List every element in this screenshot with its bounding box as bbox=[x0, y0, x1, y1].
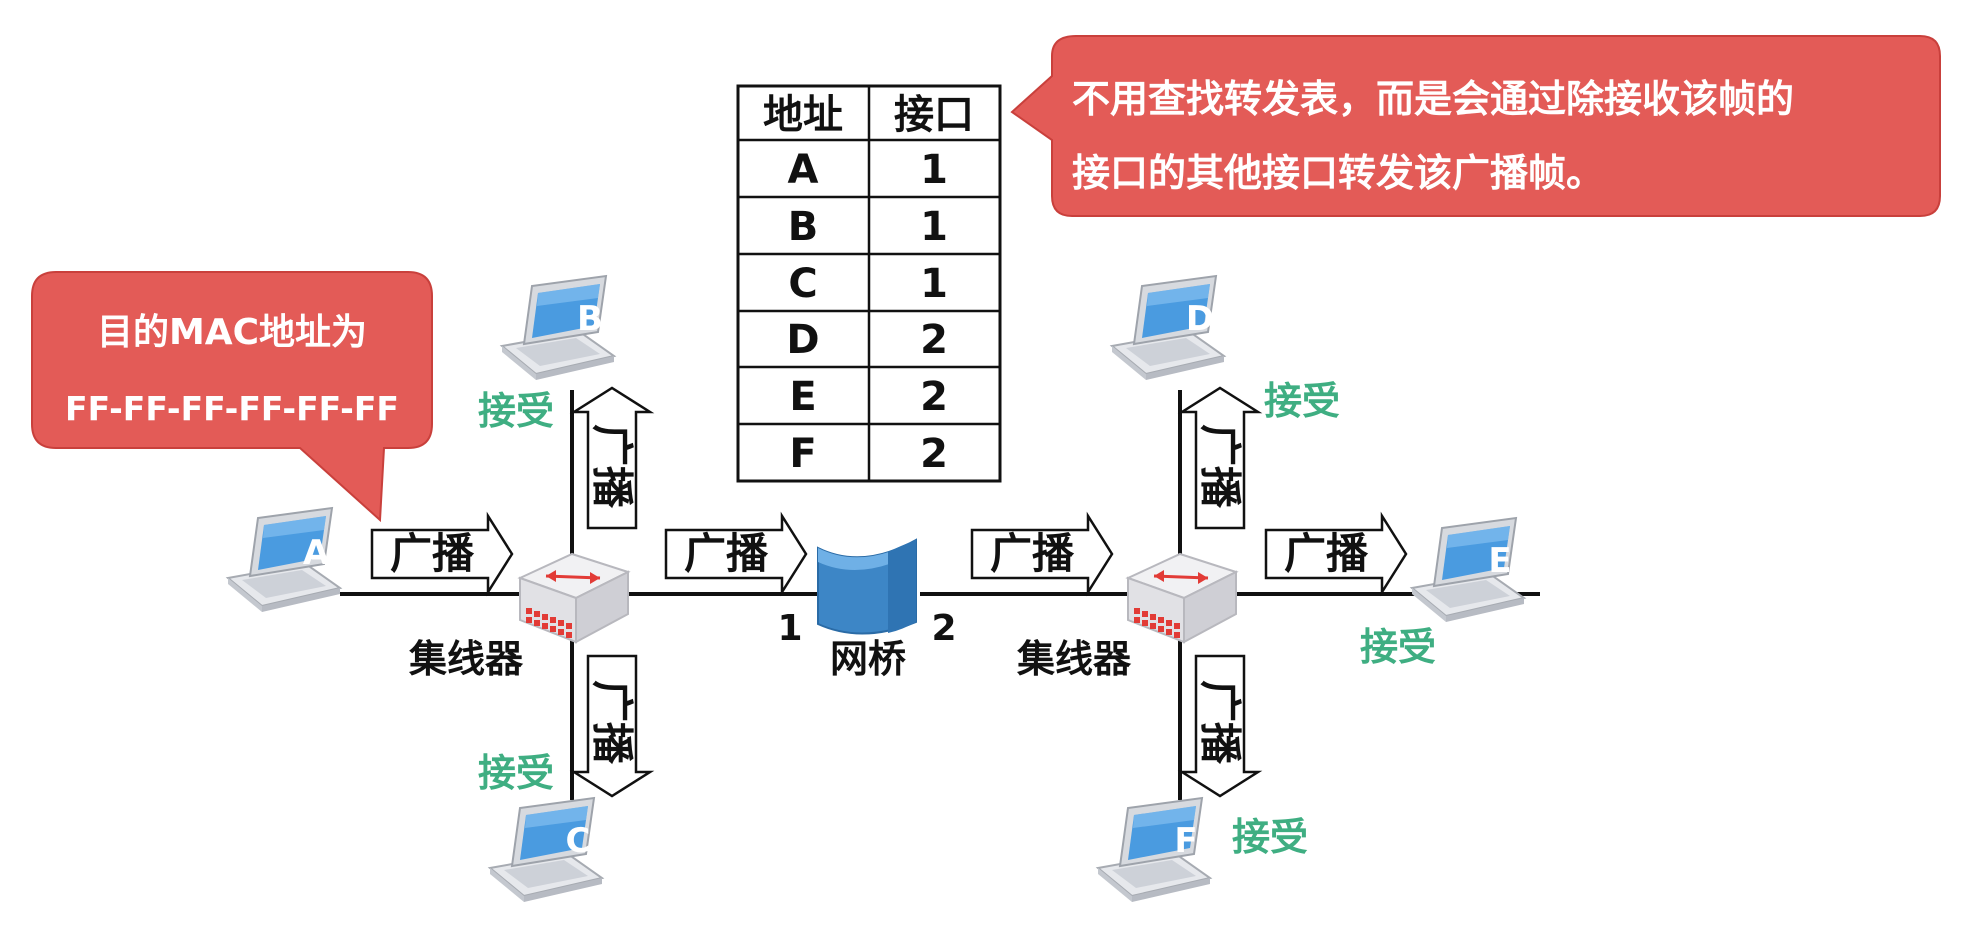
accept-label-d: 接受 bbox=[1264, 379, 1340, 423]
broadcast-arrow-f: 广播 bbox=[1177, 654, 1263, 798]
table-cell-port: 1 bbox=[920, 204, 948, 250]
table-header-port: 接口 bbox=[894, 92, 974, 138]
accept-label-b: 接受 bbox=[478, 389, 554, 433]
table-header-address: 地址 bbox=[763, 92, 843, 138]
broadcast-arrow-e: 广播 bbox=[1264, 511, 1408, 597]
broadcast-label-e: 广播 bbox=[1284, 529, 1369, 578]
laptop-c: C bbox=[489, 797, 603, 903]
accept-label-c: 接受 bbox=[478, 751, 554, 795]
forwarding-table: 地址 接口 A 1 B 1 C 1 D 2 E 2 F 2 bbox=[736, 84, 1002, 483]
laptop-d: D bbox=[1111, 275, 1225, 381]
laptop-f: F bbox=[1097, 797, 1211, 903]
table-cell-address: F bbox=[789, 431, 816, 477]
bridge-port-2: 2 bbox=[931, 608, 956, 649]
accept-label-f: 接受 bbox=[1232, 815, 1308, 859]
table-cell-address: A bbox=[788, 147, 819, 193]
broadcast-label-bridge-in: 广播 bbox=[684, 529, 769, 578]
host-b-label: B bbox=[577, 299, 603, 339]
laptop-b: B bbox=[501, 275, 615, 381]
broadcast-label-a: 广播 bbox=[390, 529, 475, 578]
broadcast-arrow-b: 广播 bbox=[569, 386, 655, 530]
laptop-e: E bbox=[1411, 517, 1525, 623]
table-cell-port: 1 bbox=[920, 261, 948, 307]
table-cell-address: E bbox=[789, 374, 816, 420]
callout-destination-line2: FF-FF-FF-FF-FF-FF bbox=[65, 389, 399, 428]
table-cell-port: 2 bbox=[920, 431, 948, 477]
host-e-label: E bbox=[1488, 541, 1511, 581]
hub-right-label: 集线器 bbox=[1016, 637, 1132, 681]
bridge bbox=[817, 538, 917, 635]
hub-right bbox=[1126, 552, 1238, 644]
host-d-label: D bbox=[1186, 299, 1214, 339]
table-cell-port: 2 bbox=[920, 374, 948, 420]
broadcast-arrow-bridge-in: 广播 bbox=[664, 511, 808, 597]
broadcast-arrow-c: 广播 bbox=[569, 654, 655, 798]
callout-destination-mac: 目的MAC地址为 FF-FF-FF-FF-FF-FF bbox=[31, 271, 433, 523]
broadcast-label-c: 广播 bbox=[588, 680, 637, 765]
host-c-label: C bbox=[566, 821, 591, 861]
hub-left bbox=[518, 552, 630, 644]
host-a-label: A bbox=[303, 533, 330, 573]
callout-bridge-line2: 接口的其他接口转发该广播帧。 bbox=[1072, 151, 1604, 195]
accept-label-e: 接受 bbox=[1360, 625, 1436, 669]
broadcast-label-bridge-out: 广播 bbox=[990, 529, 1075, 578]
callout-bridge-line1: 不用查找转发表，而是会通过除接收该帧的 bbox=[1072, 77, 1794, 121]
laptop-a: A bbox=[227, 507, 341, 613]
table-cell-port: 1 bbox=[920, 147, 948, 193]
table-cell-address: C bbox=[788, 261, 817, 307]
table-cell-address: D bbox=[786, 317, 819, 363]
broadcast-arrow-bridge-out: 广播 bbox=[970, 511, 1114, 597]
broadcast-label-b: 广播 bbox=[588, 424, 637, 509]
table-cell-port: 2 bbox=[920, 317, 948, 363]
broadcast-label-d: 广播 bbox=[1196, 424, 1245, 509]
broadcast-arrow-d: 广播 bbox=[1177, 386, 1263, 530]
broadcast-label-f: 广播 bbox=[1196, 680, 1245, 765]
host-f-label: F bbox=[1174, 821, 1197, 861]
hub-left-label: 集线器 bbox=[408, 637, 524, 681]
bridge-port-1: 1 bbox=[777, 608, 802, 649]
callout-bridge-behavior: 不用查找转发表，而是会通过除接收该帧的 接口的其他接口转发该广播帧。 bbox=[1010, 35, 1941, 217]
table-cell-address: B bbox=[788, 204, 819, 250]
callout-destination-line1: 目的MAC地址为 bbox=[97, 312, 367, 353]
broadcast-arrow-a: 广播 bbox=[370, 511, 514, 597]
bridge-label: 网桥 bbox=[830, 637, 906, 681]
